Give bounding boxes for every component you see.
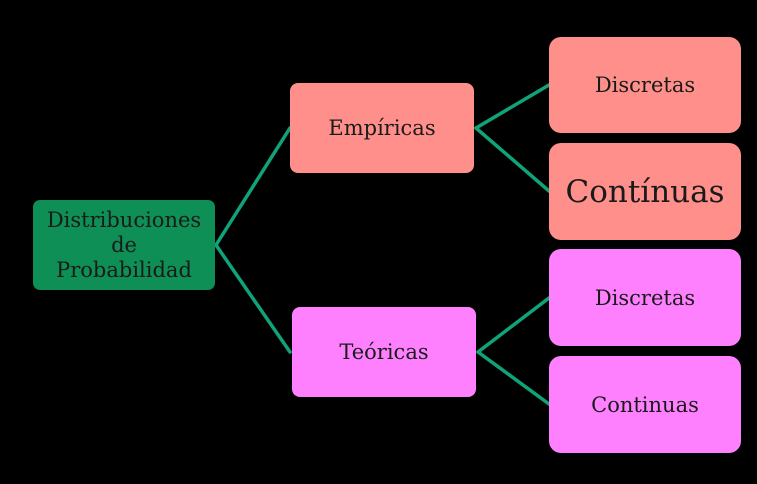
connector-root-teoricas [214, 243, 292, 354]
connector-root-empiricas [214, 126, 292, 247]
branch-node-empiricas: Empíricas [290, 83, 474, 173]
connector-empiricas-continuas [474, 126, 551, 193]
branch-node-teoricas: Teóricas [292, 307, 476, 397]
leaf-node-empiricas-continuas: Contínuas [549, 143, 741, 240]
connector-teoricas-discretas [476, 296, 551, 354]
connector-empiricas-discretas [474, 83, 551, 130]
leaf-node-teoricas-discretas: Discretas [549, 249, 741, 346]
leaf-node-teoricas-continuas: Continuas [549, 356, 741, 453]
leaf-node-empiricas-discretas: Discretas [549, 37, 741, 133]
root-node-distribuciones-de-probabilidad: Distribuciones de Probabilidad [33, 200, 215, 290]
connector-teoricas-continuas [476, 350, 551, 406]
